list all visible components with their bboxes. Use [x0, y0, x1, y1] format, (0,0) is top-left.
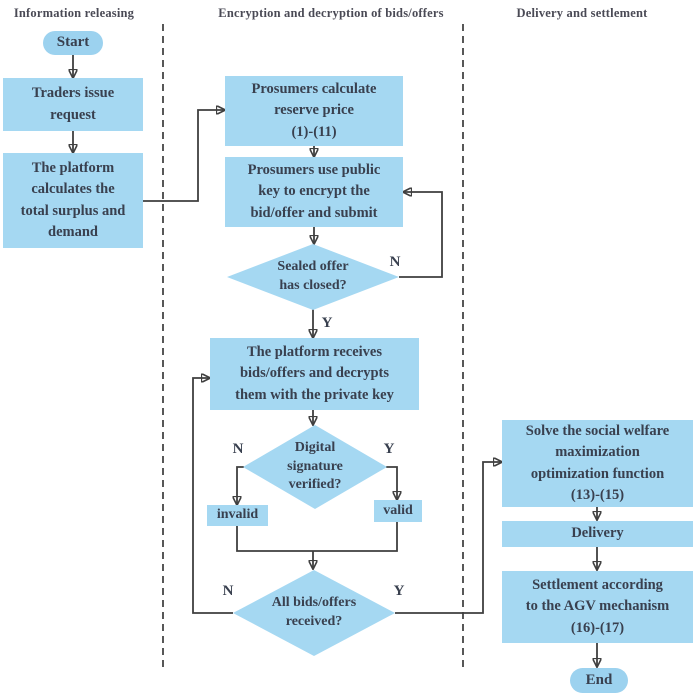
traders-issue-request-node: Traders issue request [3, 78, 143, 131]
edge-calculates-to-prosumers-calculate [143, 110, 224, 202]
prosumers-encrypt-node: Prosumers use public key to encrypt the … [225, 157, 403, 227]
edge-allbids-no-loop [192, 378, 233, 614]
edge-signature-no-to-invalid [237, 466, 244, 504]
lane-title-delivery-settlement: Delivery and settlement [516, 6, 648, 20]
settlement-node: Settlement according to the AGV mechanis… [502, 571, 693, 643]
delivery-node: Delivery [502, 521, 693, 547]
edge-allbids-yes-to-solve [395, 462, 501, 614]
lane-title-information-releasing: Information releasing [13, 6, 135, 20]
lane-title-encryption-decryption: Encryption and decryption of bids/offers [218, 6, 444, 20]
platform-calculates-node: The platform calculates the total surplu… [3, 153, 143, 248]
edge-sealed-no-loop [399, 192, 443, 278]
sealed-offer-no-label: N [389, 254, 401, 270]
solve-social-welfare-node: Solve the social welfare maximization op… [502, 420, 693, 507]
signature-no-label: N [232, 441, 244, 457]
edge-signature-yes-to-valid [386, 466, 397, 499]
signature-yes-label: Y [383, 441, 395, 457]
end-node: End [570, 668, 628, 693]
all-bids-yes-label: Y [393, 583, 405, 599]
all-bids-no-label: N [222, 583, 234, 599]
invalid-node: invalid [207, 505, 268, 526]
valid-node: valid [374, 500, 422, 522]
platform-receives-node: The platform receives bids/offers and de… [210, 338, 419, 410]
edge-merge-invalid-valid [236, 522, 398, 552]
prosumers-calculate-node: Prosumers calculate reserve price (1)-(1… [225, 76, 403, 146]
sealed-offer-yes-label: Y [321, 315, 333, 331]
start-node: Start [43, 31, 103, 55]
